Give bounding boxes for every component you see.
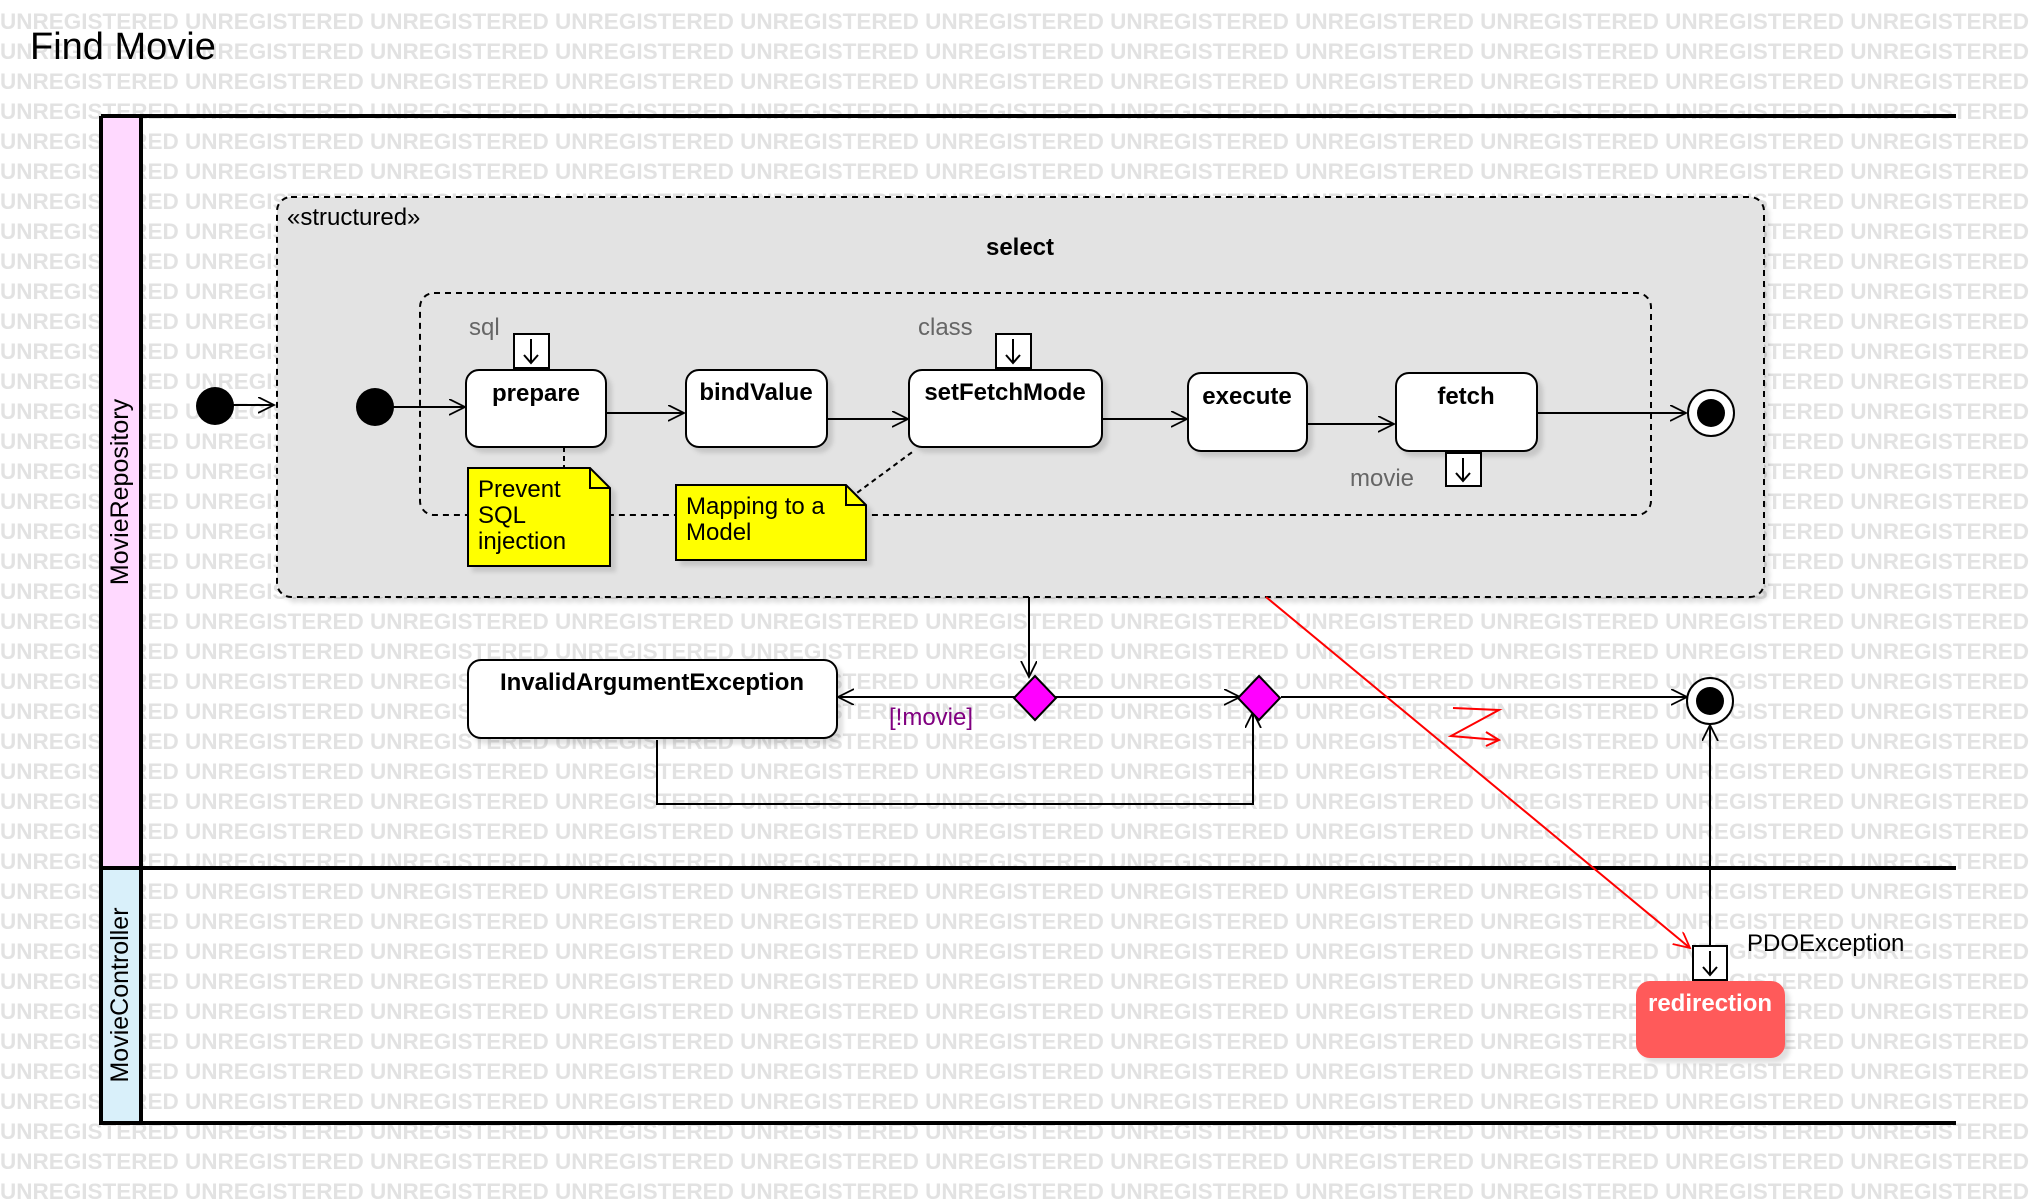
watermark-row: UNREGISTERED UNREGISTERED UNREGISTERED U…	[0, 9, 2036, 34]
action-invalid-argument-exception[interactable]	[467, 659, 838, 739]
action-execute[interactable]	[1187, 372, 1308, 452]
pin-sql-arrow-icon	[523, 339, 539, 365]
watermark-row: UNREGISTERED UNREGISTERED UNREGISTERED U…	[0, 1179, 2036, 1204]
swimlane-frame	[99, 114, 1956, 1125]
guard-not-movie: [!movie]	[889, 704, 973, 731]
watermark-row: UNREGISTERED UNREGISTERED UNREGISTERED U…	[0, 99, 2036, 124]
note-prevent-line2: SQL	[478, 502, 526, 529]
watermark-row: UNREGISTERED UNREGISTERED UNREGISTERED U…	[0, 909, 2036, 934]
watermark-row: UNREGISTERED UNREGISTERED UNREGISTERED U…	[0, 1149, 2036, 1174]
lane-header-repository	[101, 118, 141, 868]
watermark-row: UNREGISTERED UNREGISTERED UNREGISTERED U…	[0, 69, 2036, 94]
watermark-row: UNREGISTERED UNREGISTERED UNREGISTERED U…	[0, 1059, 2036, 1084]
diagram-title: Find Movie	[30, 26, 216, 68]
watermark-row: UNREGISTERED UNREGISTERED UNREGISTERED U…	[0, 729, 2036, 754]
watermark-row: UNREGISTERED UNREGISTERED UNREGISTERED U…	[0, 1089, 2036, 1114]
note-anchor-mapping	[849, 449, 916, 499]
merge-node[interactable]	[1236, 674, 1282, 722]
watermark-row: UNREGISTERED UNREGISTERED UNREGISTERED U…	[0, 789, 2036, 814]
action-bindvalue[interactable]	[685, 369, 828, 448]
note-prevent-line1: Prevent	[478, 476, 561, 503]
watermark-row: UNREGISTERED UNREGISTERED UNREGISTERED U…	[0, 639, 2036, 664]
exception-flow-lightning-icon	[1447, 707, 1503, 741]
region-name: select	[986, 234, 1054, 261]
region-stereotype: «structured»	[287, 204, 420, 231]
action-redirection-label: redirection	[1648, 990, 1772, 1017]
note-prevent-sql-injection[interactable]	[467, 467, 611, 567]
watermark-row: UNREGISTERED UNREGISTERED UNREGISTERED U…	[0, 819, 2036, 844]
lane-header-controller	[101, 868, 141, 1123]
note-mapping-line2: Model	[686, 519, 751, 546]
action-fetch[interactable]	[1395, 372, 1538, 452]
action-invalid-argument-label: InvalidArgumentException	[500, 669, 804, 696]
pin-movie-label: movie	[1350, 465, 1414, 492]
watermark-row: UNREGISTERED UNREGISTERED UNREGISTERED U…	[0, 159, 2036, 184]
initial-node[interactable]	[196, 387, 234, 425]
region-final-node-center	[1697, 399, 1725, 427]
note-mapping-to-model[interactable]	[675, 484, 867, 561]
lane-label-controller: MovieController	[106, 907, 134, 1082]
watermark-row: UNREGISTERED UNREGISTERED UNREGISTERED U…	[0, 849, 2036, 874]
pin-pdo-exception-arrow-icon	[1702, 951, 1718, 977]
lane-label-repository: MovieRepository	[106, 398, 134, 585]
action-execute-label: execute	[1202, 383, 1291, 410]
decision-node[interactable]	[1012, 674, 1058, 722]
watermark-row: UNREGISTERED UNREGISTERED UNREGISTERED U…	[0, 939, 2036, 964]
flow-exception-to-merge	[656, 712, 1253, 805]
pin-class-arrow-icon	[1005, 339, 1021, 365]
action-bindvalue-label: bindValue	[699, 379, 812, 406]
action-prepare[interactable]	[465, 369, 607, 448]
action-fetch-label: fetch	[1437, 383, 1494, 410]
watermark-row: UNREGISTERED UNREGISTERED UNREGISTERED U…	[0, 759, 2036, 784]
pin-pdo-exception-label: PDOException	[1747, 930, 1904, 957]
action-setfetchmode-label: setFetchMode	[924, 379, 1085, 406]
inner-partition	[419, 292, 1652, 516]
watermark-row: UNREGISTERED UNREGISTERED UNREGISTERED U…	[0, 129, 2036, 154]
pin-movie-arrow-icon	[1455, 458, 1471, 483]
watermark-row: UNREGISTERED UNREGISTERED UNREGISTERED U…	[0, 879, 2036, 904]
note-prevent-line3: injection	[478, 528, 566, 555]
inner-initial-node[interactable]	[356, 388, 394, 426]
exception-flow-line	[1265, 596, 1690, 948]
watermark-row: UNREGISTERED UNREGISTERED UNREGISTERED U…	[0, 609, 2036, 634]
pin-class-label: class	[918, 314, 973, 341]
action-setfetchmode[interactable]	[908, 369, 1103, 448]
pin-sql-label: sql	[469, 314, 500, 341]
watermark-row: UNREGISTERED UNREGISTERED UNREGISTERED U…	[0, 39, 2036, 64]
exception-flow-lightning-tip-icon	[1485, 731, 1502, 747]
note-mapping-line1: Mapping to a	[686, 493, 825, 520]
final-node-center	[1696, 687, 1724, 715]
action-redirection[interactable]	[1636, 981, 1785, 1058]
action-prepare-label: prepare	[492, 380, 580, 407]
